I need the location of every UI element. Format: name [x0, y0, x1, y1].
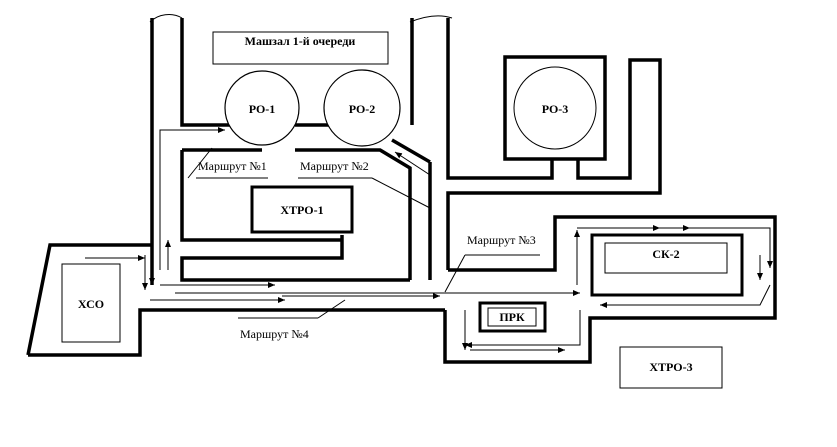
route2-label: Маршрут №2	[300, 159, 369, 173]
ro3-label: РО-3	[542, 102, 569, 116]
route3-leader	[444, 254, 466, 293]
route1-label: Маршрут №1	[198, 159, 267, 173]
route1-arrow-up	[159, 127, 225, 270]
xtro3-box	[619, 346, 723, 389]
xco-slant-wall	[26, 243, 152, 356]
route3-label: Маршрут №3	[467, 233, 536, 247]
ro1-reactor	[224, 70, 300, 146]
inner-lower-block	[180, 235, 410, 282]
xtro1-box	[250, 185, 354, 234]
building-walls	[26, 14, 777, 364]
prk-lower-left	[465, 310, 581, 348]
route4-label: Маршрут №4	[240, 327, 309, 341]
ck2-right-down	[660, 227, 773, 268]
route2-arrow	[394, 151, 431, 262]
ro3-right-corridor	[446, 58, 662, 270]
structures: Машзал 1-й очереди РО-1 РО-2 РО-3 ХТРО-1…	[61, 31, 744, 389]
route-arrows	[85, 127, 773, 353]
ro3-reactor	[513, 66, 597, 150]
xco-box	[61, 263, 121, 343]
ck2-bottom-left	[600, 284, 771, 308]
ro1-label: РО-1	[249, 102, 276, 116]
inner-block-top-b	[295, 148, 412, 280]
hall-box	[212, 31, 389, 65]
lower-wall	[28, 308, 445, 357]
ro3-left-corridor	[446, 18, 554, 180]
xco-label: ХСО	[78, 297, 104, 311]
prk-label: ПРК	[499, 310, 525, 324]
right-loop-outer	[443, 215, 777, 364]
ro2-label: РО-2	[349, 102, 376, 116]
top-edge-right	[409, 15, 453, 23]
ck2-label: СК-2	[652, 247, 679, 261]
ro2-reactor	[323, 69, 401, 147]
route-labels: Маршрут №1 Маршрут №2 Маршрут №3 Маршрут…	[187, 147, 540, 341]
hall-label: Машзал 1-й очереди	[245, 34, 356, 48]
xtro3-label: ХТРО-3	[649, 360, 692, 374]
route4-leader	[317, 299, 346, 319]
diag-wall-upper	[391, 138, 431, 164]
route1-leader	[187, 147, 213, 179]
route2-leader	[371, 177, 431, 209]
ck2-box	[604, 242, 728, 274]
top-edge-left	[149, 14, 183, 23]
prk-box	[487, 307, 537, 327]
inner-block-left	[180, 150, 342, 242]
xtro1-label: ХТРО-1	[280, 203, 323, 217]
